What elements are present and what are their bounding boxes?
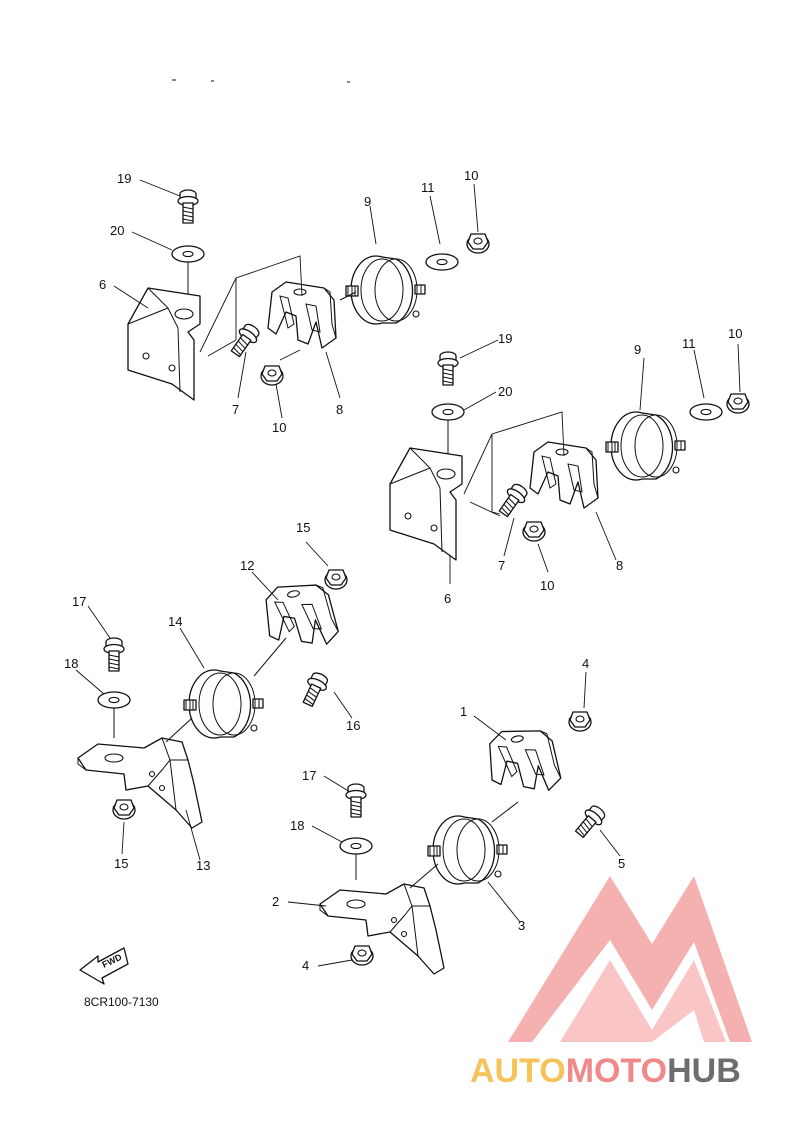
scan-marks xyxy=(172,79,350,83)
label-17: 17 xyxy=(72,594,86,609)
label-8: 8 xyxy=(616,558,623,573)
arm-bracket-13 xyxy=(77,737,203,829)
label-9: 9 xyxy=(364,194,371,209)
diagram-code: 8CR100-7130 xyxy=(84,995,159,1009)
rubber-mount-14 xyxy=(183,669,264,739)
washer-18-left xyxy=(97,691,131,709)
arm-bracket-2 xyxy=(319,883,445,975)
washer-11-upper-left xyxy=(425,253,459,271)
label-19: 19 xyxy=(117,171,131,186)
nut-10-right-lower xyxy=(522,521,546,542)
assembly-lines xyxy=(199,255,303,361)
nut-10-upper-left xyxy=(466,233,490,254)
middle-left-mount-group xyxy=(77,569,348,829)
label-9: 9 xyxy=(634,342,641,357)
label-6: 6 xyxy=(444,591,451,606)
bolt-7-right xyxy=(494,480,532,521)
label-11: 11 xyxy=(682,336,696,351)
label-10: 10 xyxy=(272,420,286,435)
bolt-19-upper-right xyxy=(437,351,459,386)
label-18: 18 xyxy=(290,818,304,833)
slotted-bracket-12 xyxy=(259,576,341,657)
watermark-auto: AUTO xyxy=(470,1052,566,1090)
fwd-arrow-icon: FWD xyxy=(79,947,129,985)
bolt-17-left xyxy=(103,637,125,672)
nut-10-upper-right xyxy=(726,393,750,414)
label-15: 15 xyxy=(296,520,310,535)
upper-right-mount-group xyxy=(389,351,750,561)
label-14: 14 xyxy=(168,614,182,629)
label-4: 4 xyxy=(302,958,309,973)
label-3: 3 xyxy=(518,918,525,933)
bolt-17-right xyxy=(345,783,367,818)
label-7: 7 xyxy=(498,558,505,573)
bolt-19-upper-left xyxy=(177,189,199,224)
automotohub-logo xyxy=(508,876,752,1042)
leader-lines xyxy=(75,179,741,967)
upper-left-mount-group xyxy=(127,189,490,401)
washer-18-right xyxy=(339,837,373,855)
label-8: 8 xyxy=(336,402,343,417)
label-7: 7 xyxy=(232,402,239,417)
logo-mark-icon xyxy=(508,876,752,1042)
bolt-5 xyxy=(571,801,609,842)
label-5: 5 xyxy=(618,856,625,871)
label-10: 10 xyxy=(464,168,478,183)
label-6: 6 xyxy=(99,277,106,292)
callout-labels: 19 20 6 9 11 10 7 10 8 19 20 9 11 10 6 7… xyxy=(64,168,742,973)
label-12: 12 xyxy=(240,558,254,573)
label-18: 18 xyxy=(64,656,78,671)
slotted-bracket-1 xyxy=(483,722,564,801)
nut-10-lower-left xyxy=(260,365,284,386)
watermark-text: AUTOMOTOHUB xyxy=(470,1052,741,1090)
bolt-7-upper-left xyxy=(226,320,264,361)
label-2: 2 xyxy=(272,894,279,909)
side-bracket-6-right xyxy=(389,447,463,561)
nut-15-lower xyxy=(112,799,136,820)
label-10: 10 xyxy=(540,578,554,593)
washer-20-upper-left xyxy=(171,245,205,263)
label-10: 10 xyxy=(728,326,742,341)
label-15: 15 xyxy=(114,856,128,871)
assembly-lines-right xyxy=(463,411,565,517)
label-20: 20 xyxy=(110,223,124,238)
lower-right-mount-group xyxy=(319,711,609,975)
nut-15-upper xyxy=(324,569,348,590)
bolt-16 xyxy=(298,669,332,710)
washer-20-upper-right xyxy=(431,403,465,421)
washer-11-upper-right xyxy=(689,403,723,421)
label-16: 16 xyxy=(346,718,360,733)
rubber-mount-3 xyxy=(427,815,508,885)
label-13: 13 xyxy=(196,858,210,873)
label-4: 4 xyxy=(582,656,589,671)
label-20: 20 xyxy=(498,384,512,399)
watermark-moto: MOTO xyxy=(566,1052,667,1090)
label-1: 1 xyxy=(460,704,467,719)
label-17: 17 xyxy=(302,768,316,783)
label-19: 19 xyxy=(498,331,512,346)
side-bracket-6-upper xyxy=(127,287,201,401)
nut-4-lower xyxy=(350,945,374,966)
rubber-mount-9-upper-left xyxy=(345,255,426,325)
watermark-hub: HUB xyxy=(667,1052,741,1090)
nut-4-upper xyxy=(568,711,592,732)
rubber-mount-9-upper-right xyxy=(605,411,686,481)
label-11: 11 xyxy=(421,180,435,195)
